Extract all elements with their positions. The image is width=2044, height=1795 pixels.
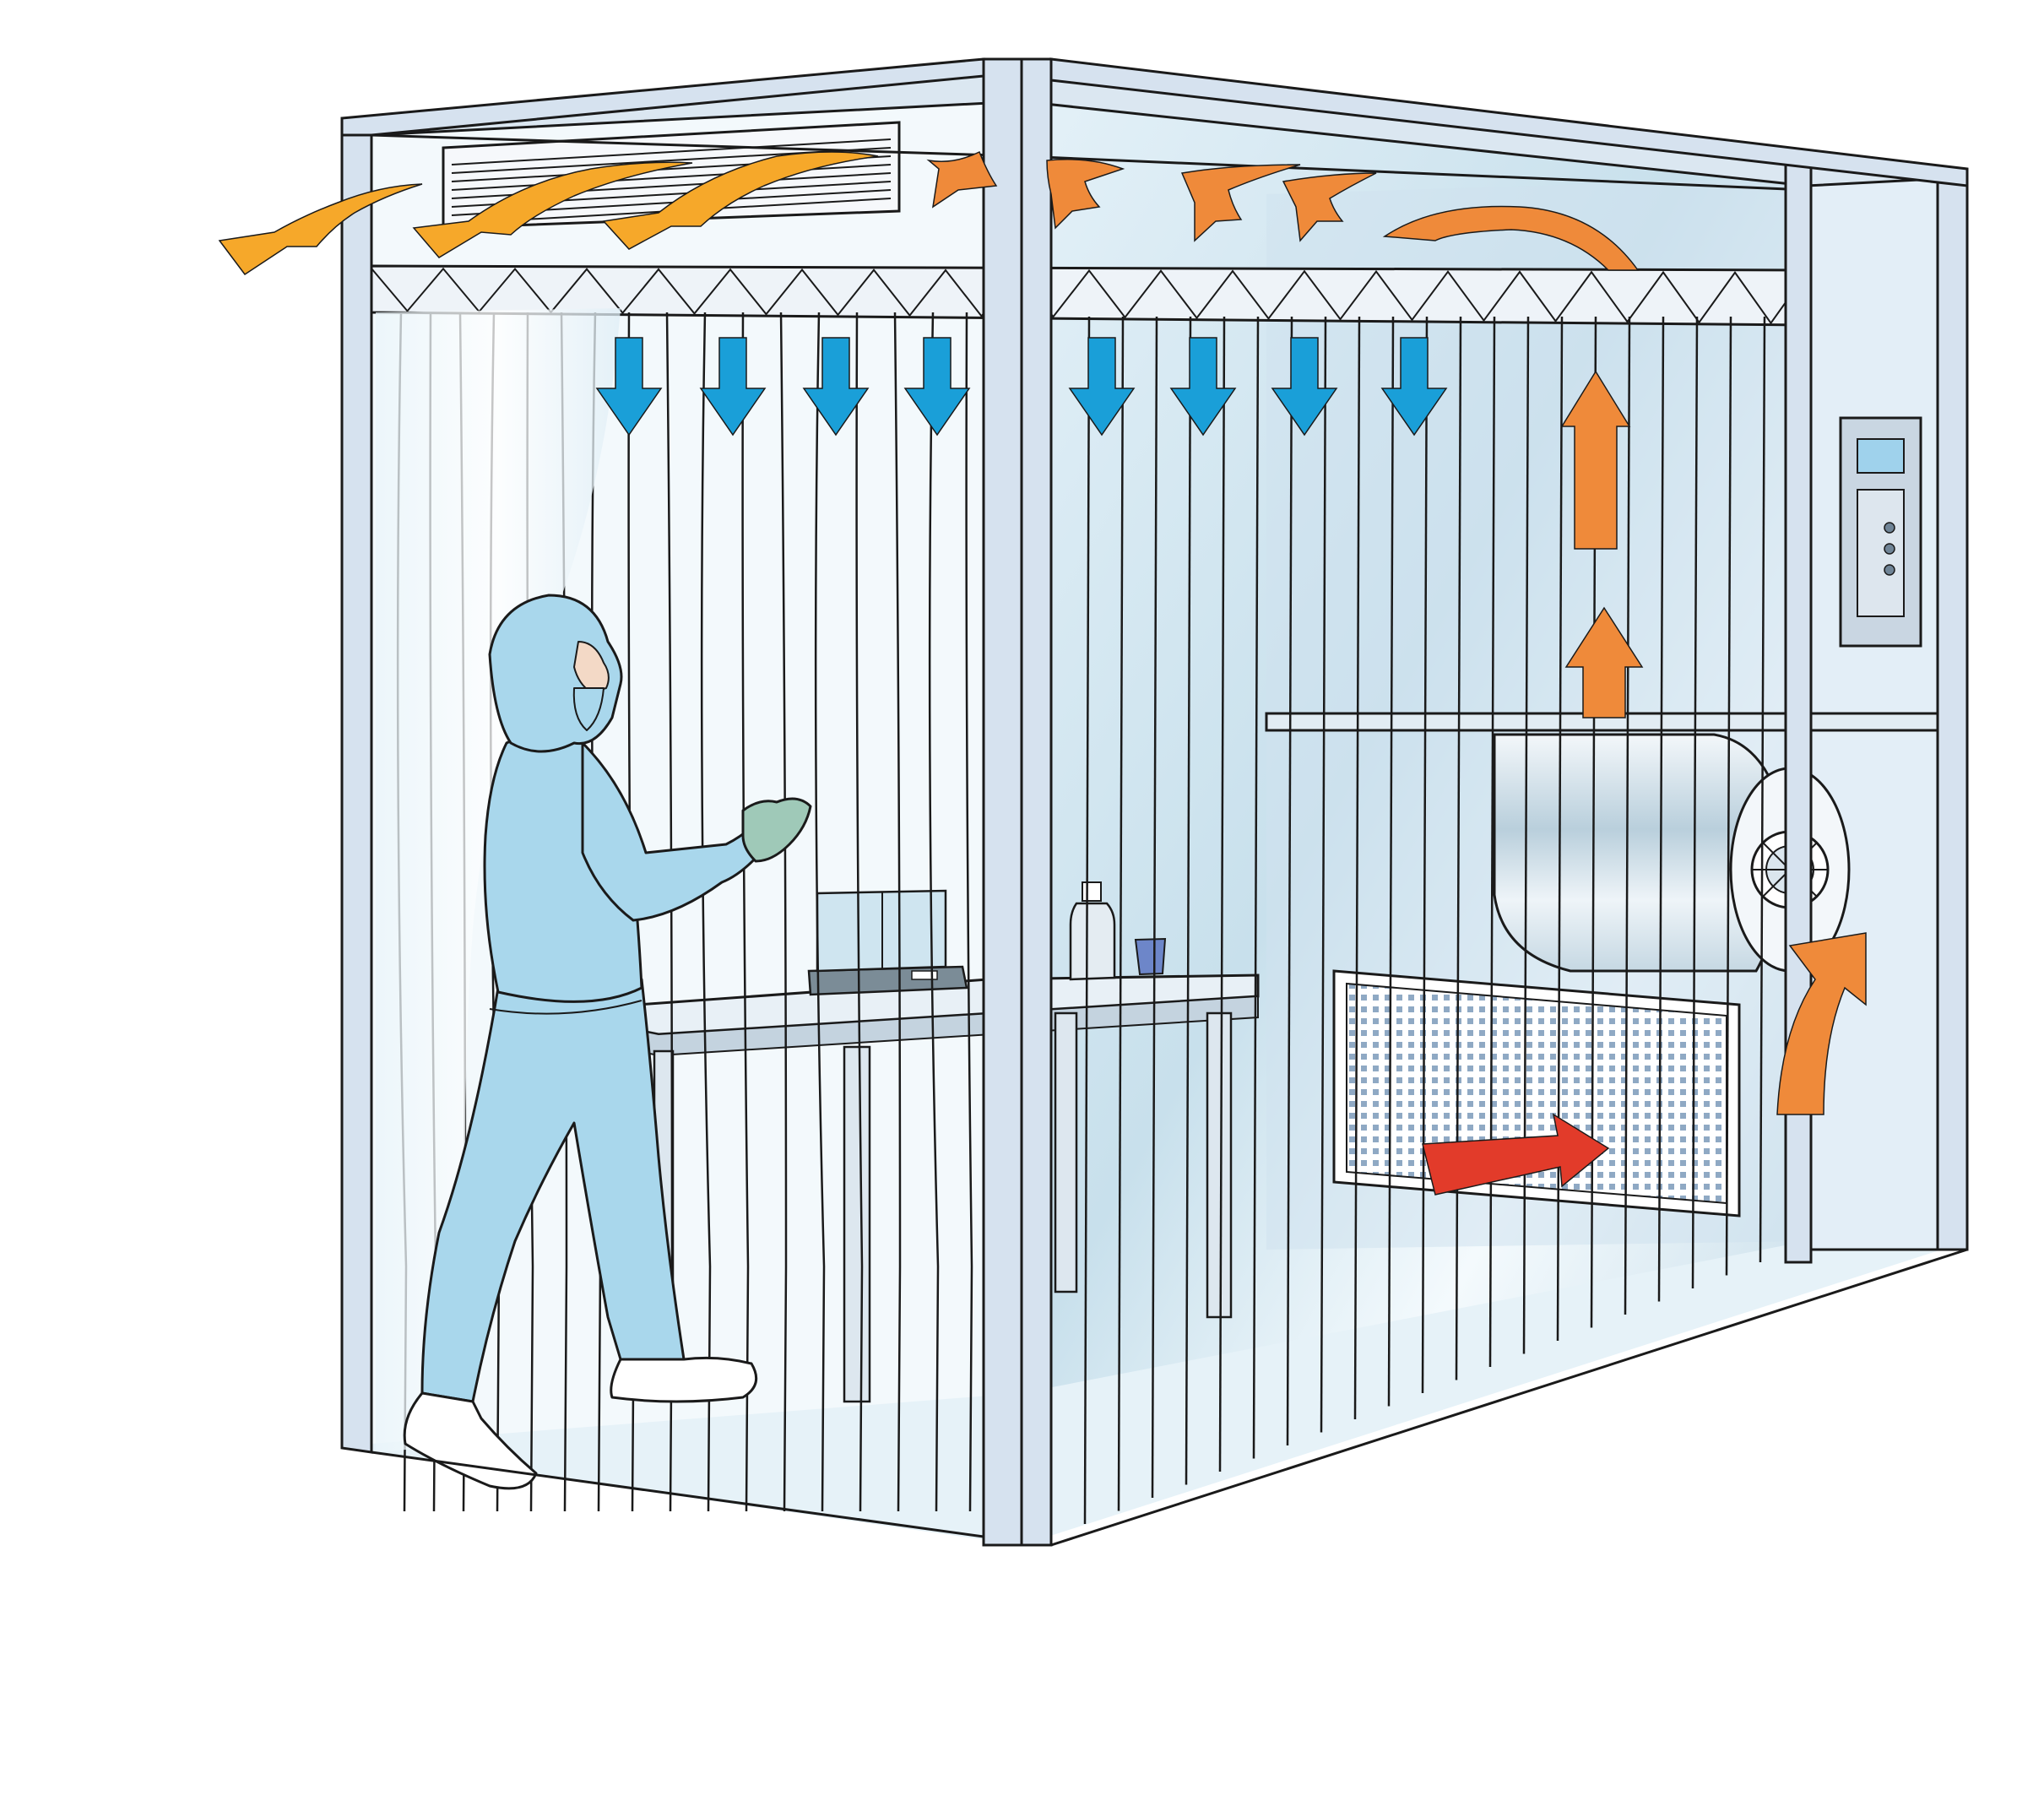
supply-arrow [1380, 337, 1448, 437]
curtain-strip [1252, 316, 1260, 1459]
return-arrow-fan-intake [1776, 932, 1867, 1115]
curtain-strip [1488, 316, 1496, 1368]
curtain-strip [1759, 316, 1766, 1263]
curtain-strip [928, 312, 940, 1512]
curtain-strip [741, 312, 750, 1512]
ceiling-beam-right [1021, 155, 1808, 192]
supply-arrow [1271, 337, 1338, 437]
curtain-strip [1151, 316, 1158, 1499]
return-arrow-1 [926, 150, 998, 209]
curtain-strip [1421, 316, 1429, 1394]
floor [371, 1241, 1942, 1545]
supply-airflow-arrows [595, 337, 1448, 437]
curtain-strip [1657, 316, 1665, 1302]
return-arrow-up-2 [1564, 606, 1644, 719]
louver-slat [451, 138, 892, 165]
cleanroom-operator-icon [403, 594, 812, 1490]
curtain-strip [1725, 316, 1732, 1276]
curtain-strip [1083, 316, 1091, 1525]
supply-arrow [699, 337, 767, 437]
curtain-strip [1522, 316, 1530, 1354]
supply-arrow [1068, 337, 1136, 437]
curtain-strip [1691, 316, 1699, 1289]
exhaust-arrow-1 [218, 183, 423, 276]
exhaust-arrow-2 [412, 161, 693, 258]
curtain-strip [1387, 316, 1395, 1407]
curtain-strip [1353, 316, 1361, 1420]
return-arrow-2 [1046, 159, 1125, 230]
supply-arrow [1169, 337, 1237, 437]
intake-airflow-arrow [1422, 1113, 1610, 1196]
curtain-strip [855, 312, 864, 1512]
curtain-drape-left [376, 308, 621, 1452]
curtain-strip [1556, 316, 1564, 1342]
return-arrow-3 [1180, 164, 1301, 242]
analytical-balance-icon [807, 889, 968, 996]
return-arrow-5 [1382, 205, 1640, 271]
curtain-strip [1624, 316, 1631, 1315]
curtain-strip [814, 312, 826, 1512]
curtain-strip [1117, 316, 1125, 1511]
curtain-strip [665, 312, 674, 1512]
curtain-strip [1455, 316, 1462, 1380]
return-airflow-arrows [926, 150, 1867, 1115]
curtain-strip [1320, 316, 1327, 1433]
supply-arrow [595, 337, 663, 437]
louver-slat [451, 164, 892, 191]
frame-structure [340, 57, 1969, 1547]
control-panel-icon[interactable] [1839, 416, 1922, 648]
work-table [636, 973, 1260, 1403]
exhaust-airflow-arrows [218, 151, 879, 276]
beaker-icon [1134, 937, 1167, 976]
curtain-strip [779, 312, 788, 1512]
return-arrow-up-1 [1560, 370, 1631, 550]
curtain-strip [965, 312, 973, 1512]
return-arrow-4 [1282, 172, 1377, 242]
curtain-strip [1218, 316, 1226, 1472]
ceiling-beam [371, 133, 1022, 158]
curtain-strip [1185, 316, 1192, 1485]
prefilter-grille-icon [1332, 969, 1741, 1217]
exhaust-arrow-3 [602, 151, 879, 250]
supply-arrow [802, 337, 870, 437]
curtain-strip [1286, 316, 1293, 1446]
curtain-strip [893, 312, 902, 1512]
supply-arrow [903, 337, 971, 437]
curtain-strip [700, 312, 712, 1512]
